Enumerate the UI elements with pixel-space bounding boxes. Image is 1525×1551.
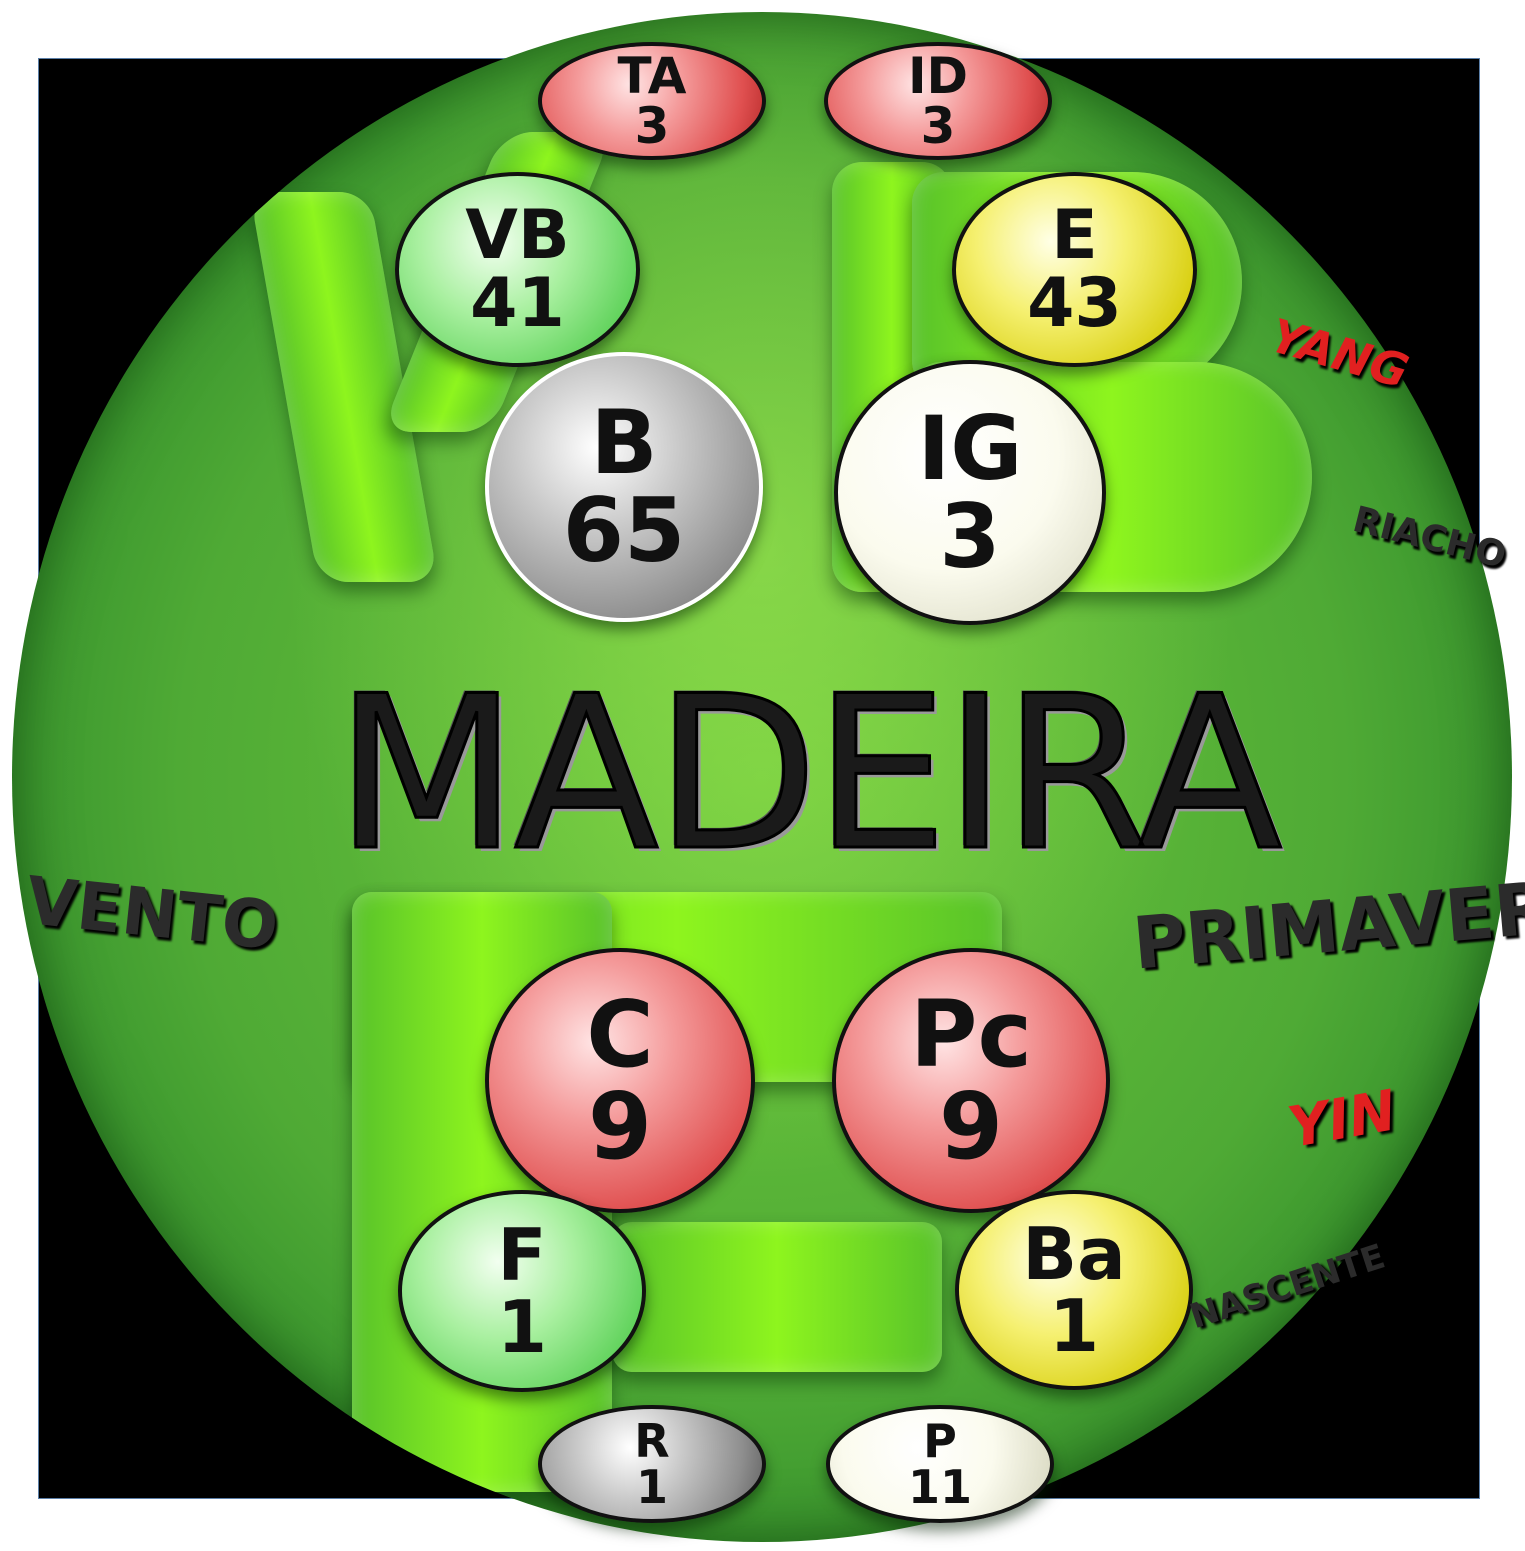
ball-number: 3 [921,101,956,151]
ball-number: 41 [470,270,565,338]
page-title: MADEIRA [335,668,1278,880]
ball-number: 65 [563,487,685,575]
ball-ba: Ba 1 [955,1190,1193,1390]
ball-e: E 43 [952,172,1197,367]
ball-label: Ba [1022,1218,1125,1290]
ball-b: B 65 [485,352,763,622]
ball-ig: IG 3 [834,360,1106,625]
ball-ta: TA 3 [538,42,766,160]
ball-label: TA [618,51,687,101]
ball-number: 9 [939,1081,1003,1173]
ball-label: B [590,399,657,487]
ball-label: P [923,1418,957,1464]
ball-c: C 9 [485,948,755,1213]
ball-p: P 11 [826,1405,1054,1523]
ball-number: 9 [588,1081,652,1173]
ball-vb: VB 41 [395,172,640,367]
f-glyph-middle-bar [612,1222,942,1372]
ball-label: R [634,1418,669,1464]
ball-id: ID 3 [824,42,1052,160]
ball-number: 1 [1049,1290,1099,1362]
ball-number: 43 [1027,270,1122,338]
ball-pc: Pc 9 [832,948,1110,1213]
ball-number: 3 [635,101,670,151]
ball-number: 1 [497,1291,547,1363]
ball-f: F 1 [398,1190,646,1392]
ball-label: E [1051,202,1097,270]
ball-label: Pc [910,989,1032,1081]
ball-label: ID [908,51,968,101]
ball-number: 3 [939,493,1000,581]
ball-label: VB [465,202,569,270]
ball-number: 1 [636,1464,668,1510]
ball-number: 11 [908,1464,972,1510]
ball-label: IG [918,405,1023,493]
ball-label: C [586,989,654,1081]
ball-r: R 1 [538,1405,766,1523]
ball-label: F [497,1219,546,1291]
